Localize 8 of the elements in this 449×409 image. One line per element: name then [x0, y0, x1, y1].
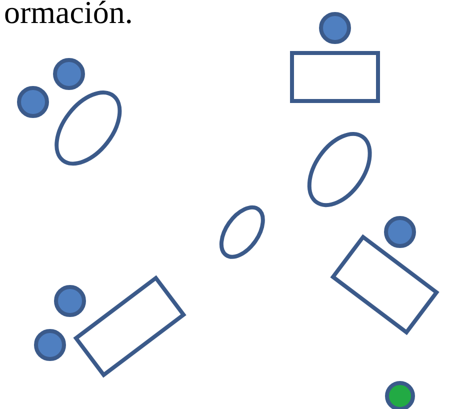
dot-marker [384, 216, 416, 248]
rectangle-shape [290, 51, 380, 103]
dot-marker [53, 58, 85, 90]
dot-marker [54, 285, 86, 317]
dot-marker [17, 86, 49, 118]
dot-marker [34, 329, 66, 361]
dot-marker [319, 12, 351, 44]
heading-fragment: ormación. [4, 0, 133, 31]
